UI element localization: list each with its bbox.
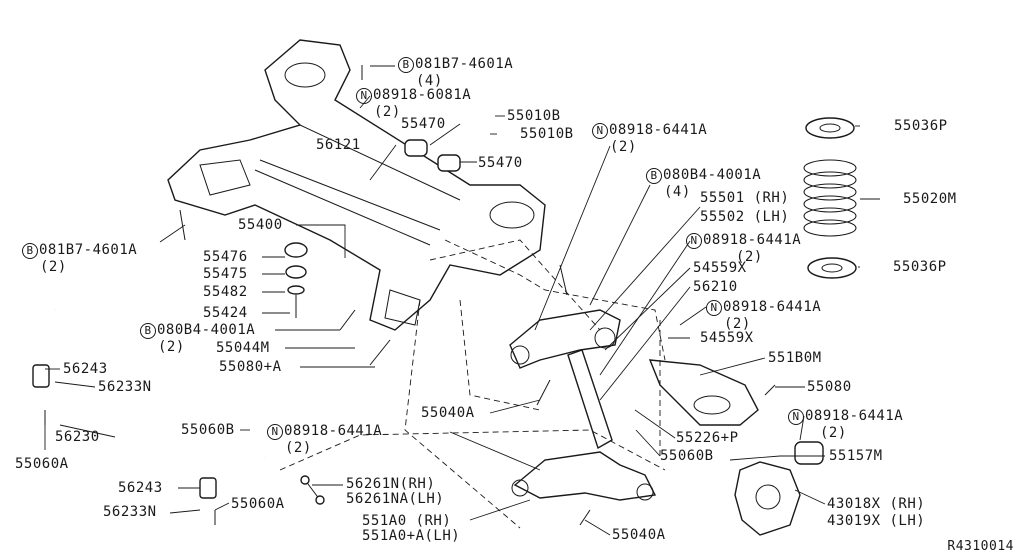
callout-56230: 56230 [55,429,100,445]
callout-55060A-a: 55060A [15,456,69,472]
callout-56233N-b: 56233N [103,504,157,520]
lower-arm-551B0M [648,359,759,426]
callout-56210: 56210 [693,279,738,295]
callout-55060B-a: 55060B [181,422,235,438]
callout-55475: 55475 [203,266,248,282]
callout-55020M: 55020M [903,191,957,207]
callout-56243-b: 56243 [118,480,163,496]
callout-55060B-b: 55060B [660,448,714,464]
coil-spring-55020M [803,117,857,279]
leader-lines [44,65,880,536]
callout-55040A-b: 55040A [612,527,666,543]
callout-55482: 55482 [203,284,248,300]
callout-55501-rh: 55501 (RH) [700,190,790,206]
mount-stack [284,242,308,318]
callout-55080: 55080 [807,379,852,395]
callout-55400: 55400 [238,217,283,233]
callout-56261N-rh: 56261N(RH) [346,476,436,492]
callout-55010B-a: 55010B [507,108,561,124]
link-56210 [567,349,613,450]
bushing-55470 [404,139,461,172]
callout-55157M: 55157M [829,448,883,464]
diagram-reference-code: R4310014 [947,539,1014,554]
stabilizer-link-56261N [300,475,325,505]
knuckle-43018X [734,441,824,536]
callout-55040A-a: 55040A [421,405,475,421]
bolts [44,65,776,526]
callout-54559X-a: 54559X [693,260,747,276]
callout-55036P-upper: 55036P [894,118,948,134]
callout-55226P: 55226+P [676,430,739,446]
callout-551B0M: 551B0M [768,350,822,366]
callout-55502-lh: 55502 (LH) [700,209,790,225]
upper-link-55501 [509,309,621,369]
callout-55470-b: 55470 [478,155,523,171]
callout-54559X-b: 54559X [700,330,754,346]
callout-55010B-b: 55010B [520,126,574,142]
callout-56121: 56121 [316,137,361,153]
stabilizer-bar-56230 [32,308,266,499]
callout-55470-a: 55470 [401,116,446,132]
callout-56233N-a: 56233N [98,379,152,395]
callout-43018X-rh: 43018X (RH) [827,496,926,512]
callout-55080-a: 55080+A [219,359,282,375]
callout-55476: 55476 [203,249,248,265]
callout-55036P-lower: 55036P [893,259,947,275]
crossmember-55400 [167,39,546,331]
callout-551A0A-lh: 551A0+A(LH) [362,528,461,544]
lower-arm-551A0 [511,451,657,501]
callout-56261NA-lh: 56261NA(LH) [346,491,445,507]
callout-55424: 55424 [203,305,248,321]
callout-551A0-rh: 551A0 (RH) [362,513,452,529]
assembly-lines [279,239,666,529]
callout-43019X-lh: 43019X (LH) [827,513,926,529]
callout-56243-a: 56243 [63,361,108,377]
callout-55044M: 55044M [216,340,270,356]
callout-55060A-b: 55060A [231,496,285,512]
